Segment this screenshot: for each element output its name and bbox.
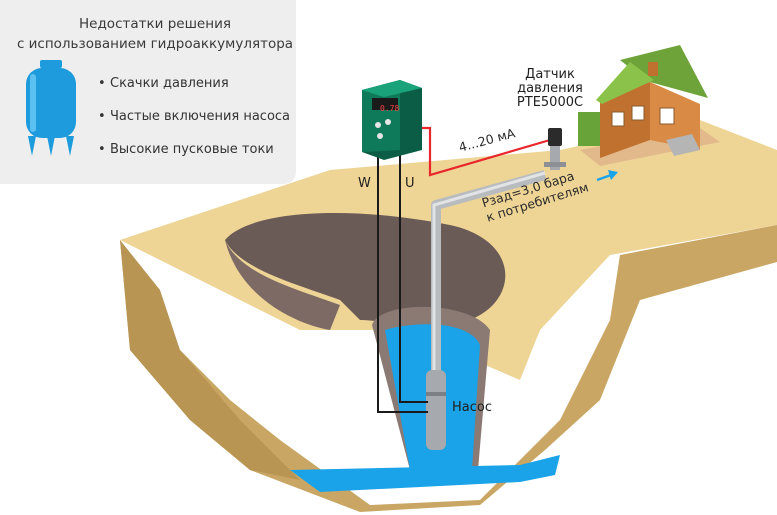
panel-title: Недостатки решения с использованием гидр… [10, 14, 300, 54]
ground-side [120, 225, 777, 512]
pump-label: Насос [452, 400, 492, 415]
terminal-u-label: U [405, 176, 415, 191]
sensor-label: Датчик давления PTE5000C [500, 68, 600, 110]
ground-shadow [120, 240, 300, 480]
arrow-icon [596, 170, 618, 182]
list-item: Высокие пусковые токи [98, 142, 290, 158]
house-icon [578, 45, 720, 166]
drawbacks-list: Скачки давления Частые включения насоса … [98, 76, 290, 175]
sensor-label-line3: PTE5000C [516, 95, 584, 110]
panel-title-line2: с использованием гидроаккумулятора [16, 36, 294, 52]
riser-pipe-highlight [432, 171, 546, 420]
cable-w [377, 150, 428, 413]
sensor-icon [544, 128, 566, 170]
tank-icon [26, 60, 76, 156]
pump-band [426, 392, 446, 396]
sensor-label-line1: Датчик [525, 67, 575, 82]
cable-u [399, 150, 428, 403]
sensor-label-line2: давления [517, 81, 583, 96]
panel-title-line1: Недостатки решения [79, 16, 231, 32]
pump-body [426, 370, 446, 450]
vfd-display: 0.78 [380, 104, 400, 113]
drawbacks-panel: Недостатки решения с использованием гидр… [0, 0, 296, 184]
vfd-icon [362, 80, 422, 160]
pit-wall-front [225, 240, 340, 330]
terminal-w-label: W [358, 176, 371, 191]
list-item: Скачки давления [98, 76, 290, 92]
water-layer [290, 455, 560, 492]
list-item: Частые включения насоса [98, 109, 290, 125]
